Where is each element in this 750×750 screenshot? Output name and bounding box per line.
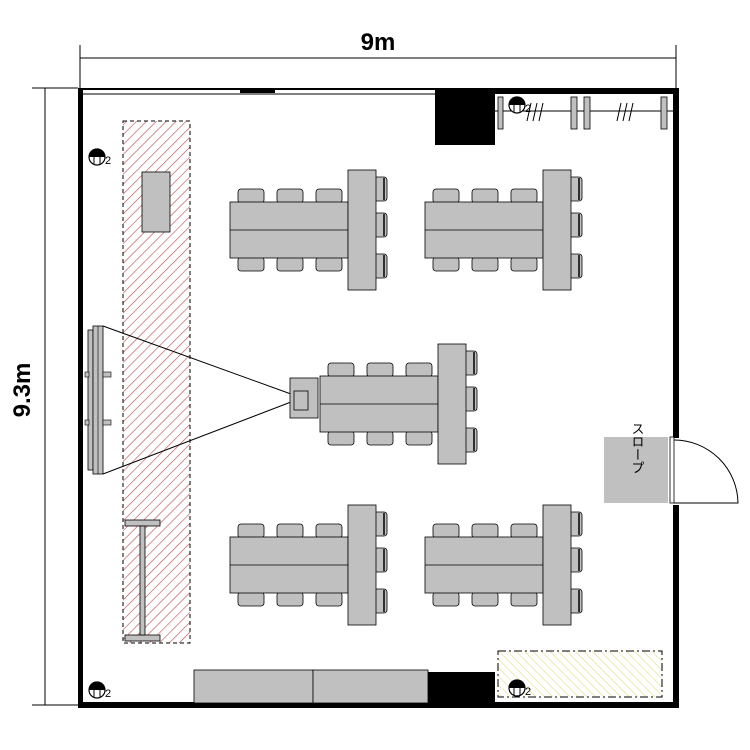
chair — [237, 256, 265, 272]
chair — [432, 256, 460, 272]
end-table — [542, 169, 572, 291]
chair — [510, 591, 538, 607]
table-group-center — [319, 343, 478, 465]
chair — [510, 523, 538, 539]
chair — [366, 362, 394, 378]
projection-line — [102, 325, 292, 395]
table-group-bottom-left — [229, 504, 388, 626]
chair — [510, 188, 538, 204]
cabinet — [193, 669, 314, 704]
chair — [405, 362, 433, 378]
outlet-icon: 2 — [88, 681, 111, 700]
chair — [276, 523, 304, 539]
chair — [405, 430, 433, 446]
cabinet — [312, 669, 429, 704]
walls — [78, 88, 679, 708]
chair — [372, 212, 388, 238]
podium — [141, 171, 171, 233]
chair — [315, 591, 343, 607]
outlet-icon: 2 — [508, 679, 531, 698]
window — [495, 96, 673, 130]
outlet-count: 2 — [525, 686, 531, 698]
end-table — [542, 504, 572, 626]
chair — [315, 188, 343, 204]
slope: スロープ — [604, 422, 668, 503]
table-group-bottom-right — [424, 504, 583, 626]
entrance-door[interactable] — [669, 436, 739, 504]
width-dimension: 9m — [79, 29, 677, 88]
chair — [366, 430, 394, 446]
chair — [432, 523, 460, 539]
chair — [372, 588, 388, 614]
pillar — [428, 672, 495, 706]
height-dimension: 9.3m — [9, 87, 78, 706]
chair — [315, 523, 343, 539]
table-group-top-right — [424, 169, 583, 291]
outlet-count: 2 — [105, 688, 111, 700]
outlet-icon: 2 — [88, 148, 111, 167]
chair — [315, 256, 343, 272]
outlet-count: 2 — [105, 155, 111, 167]
end-table — [437, 343, 467, 465]
projector — [289, 377, 319, 419]
chair — [327, 430, 355, 446]
chair — [237, 591, 265, 607]
chair — [237, 523, 265, 539]
chair — [567, 212, 583, 238]
chair — [471, 188, 499, 204]
chair — [567, 547, 583, 573]
width-label: 9m — [361, 29, 396, 56]
projection-line — [102, 401, 292, 475]
slope-label: スロープ — [629, 422, 644, 474]
table-group-top-left — [229, 169, 388, 291]
chair — [237, 188, 265, 204]
chair — [276, 256, 304, 272]
chair — [567, 253, 583, 279]
chair — [510, 256, 538, 272]
chair — [471, 256, 499, 272]
chair — [276, 188, 304, 204]
chair — [327, 362, 355, 378]
chair — [276, 591, 304, 607]
outlet-count: 2 — [525, 103, 531, 115]
chair — [432, 188, 460, 204]
chair — [432, 591, 460, 607]
projection-screen — [84, 325, 112, 475]
end-table — [347, 504, 377, 626]
whiteboard — [124, 519, 161, 642]
end-table — [347, 169, 377, 291]
chair — [471, 591, 499, 607]
outlet-icon: 2 — [508, 96, 531, 115]
height-label: 9.3m — [9, 363, 36, 418]
chair — [471, 523, 499, 539]
pillar — [435, 88, 495, 145]
